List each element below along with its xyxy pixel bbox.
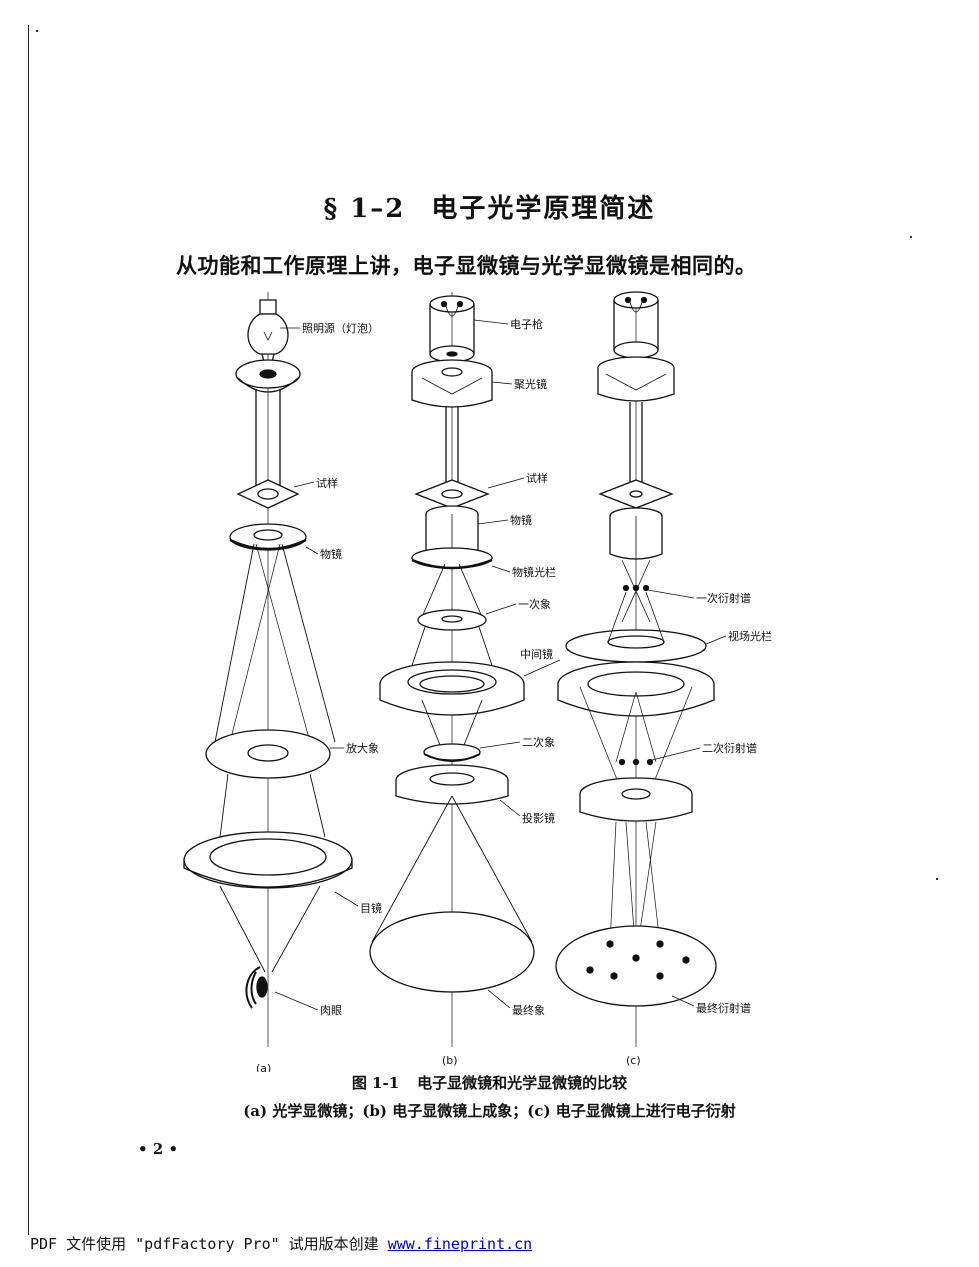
label-projector-lens: 投影镜	[522, 811, 555, 825]
label-first-image: 一次象	[518, 597, 551, 611]
diffraction-spot	[610, 972, 618, 980]
first-image-ring	[417, 609, 487, 631]
condenser-lens-b	[411, 359, 493, 408]
label-final-image: 最终象	[512, 1003, 545, 1017]
field-aperture-c	[565, 629, 707, 663]
diffraction-spot	[622, 584, 630, 592]
label-light-source: 照明源（灯泡）	[302, 321, 379, 335]
projector-lens-b	[395, 764, 509, 805]
footer-link[interactable]: www.fineprint.cn	[387, 1235, 533, 1253]
figure-subcaption: (a) 光学显微镜；(b) 电子显微镜上成象；(c) 电子显微镜上进行电子衍射	[243, 1102, 736, 1120]
eyepiece-lens	[183, 831, 353, 889]
final-diffraction-screen	[555, 925, 717, 1007]
column-b-electron-imaging: 电子枪 聚光镜 试样 物镜 物镜光栏 一次象 中间镜 二次象 投影镜 最终象 (…	[369, 292, 561, 1067]
label-intermediate-lens: 中间镜	[520, 647, 553, 661]
label-eye: 肉眼	[320, 1004, 342, 1017]
section-number: § 1–2	[323, 194, 406, 224]
label-objective-b: 物镜	[510, 513, 532, 527]
figure-title: 电子显微镜和光学显微镜的比较	[417, 1074, 628, 1092]
scan-speck	[936, 878, 938, 880]
diffraction-spot	[646, 758, 654, 766]
scan-speck	[910, 236, 912, 238]
objective-lens-b	[425, 505, 479, 555]
page-number: • 2 •	[138, 1140, 179, 1158]
eye-icon	[245, 966, 268, 1009]
label-specimen-b: 试样	[526, 471, 548, 485]
pdf-footer: PDF 文件使用 "pdfFactory Pro" 试用版本创建 www.fin…	[30, 1233, 532, 1254]
diffraction-spot	[606, 940, 614, 948]
figure-number: 图 1-1	[351, 1074, 400, 1092]
condenser-lens-a	[235, 359, 301, 393]
label-eyepiece: 目镜	[360, 901, 382, 915]
label-second-diffraction: 二次衍射谱	[702, 741, 757, 755]
footer-text: PDF 文件使用 "pdfFactory Pro" 试用版本创建	[30, 1235, 379, 1253]
specimen-plate-b	[414, 479, 490, 509]
condenser-lens-c	[597, 356, 675, 402]
figure-caption: 图 1-1 电子显微镜和光学显微镜的比较	[0, 1072, 979, 1093]
label-magnified-image: 放大象	[346, 741, 379, 755]
objective-lens-a	[229, 523, 307, 551]
final-image-screen	[369, 911, 535, 993]
column-tag-c: (c)	[626, 1054, 641, 1067]
label-field-aperture: 视场光栏	[728, 629, 772, 643]
objective-lens-c	[609, 507, 663, 560]
diffraction-spot	[632, 758, 640, 766]
light-bulb-icon	[247, 299, 289, 363]
electron-gun-icon-b	[429, 295, 475, 363]
intermediate-lens-c	[557, 661, 715, 717]
specimen-plate-a	[236, 479, 300, 509]
diffraction-spot	[632, 954, 640, 962]
scan-speck	[36, 30, 38, 32]
section-heading: § 1–2 电子光学原理简述	[0, 188, 979, 225]
intermediate-lens-b	[379, 661, 525, 716]
label-first-diffraction: 一次衍射谱	[696, 591, 751, 605]
label-second-image: 二次象	[522, 735, 555, 749]
electron-gun-icon-c	[613, 291, 659, 359]
label-objective-aperture: 物镜光栏	[512, 565, 556, 579]
label-condenser-b: 聚光镜	[514, 377, 547, 391]
magnified-image-ring	[205, 729, 331, 779]
diffraction-spot	[642, 584, 650, 592]
label-final-diffraction: 最终衍射谱	[696, 1001, 751, 1015]
specimen-plate-c	[598, 479, 674, 509]
diffraction-spot	[656, 940, 664, 948]
diffraction-spot	[586, 966, 594, 974]
diffraction-spot	[682, 956, 690, 964]
label-electron-gun: 电子枪	[510, 317, 543, 331]
diffraction-spot	[656, 972, 664, 980]
label-objective-a: 物镜	[320, 547, 342, 561]
column-tag-b: (b)	[442, 1054, 458, 1067]
intro-paragraph: 从功能和工作原理上讲，电子显微镜与光学显微镜是相同的。	[176, 253, 757, 278]
section-title: 电子光学原理简述	[431, 194, 656, 224]
label-specimen-a: 试样	[316, 476, 338, 490]
projector-lens-c	[579, 777, 693, 822]
column-tag-a: (a)	[256, 1062, 271, 1072]
diffraction-spot	[618, 758, 626, 766]
microscope-comparison-figure: 照明源（灯泡） 试样 物镜 放大象 目镜 肉眼 (a)	[183, 291, 772, 1072]
column-c-electron-diffraction: 一次衍射谱 视场光栏 二次衍射谱 最终衍射谱 (c)	[555, 291, 772, 1067]
page-margin-rule	[28, 25, 29, 1235]
column-a-optical: 照明源（灯泡） 试样 物镜 放大象 目镜 肉眼 (a)	[183, 292, 382, 1072]
diffraction-spot	[632, 584, 640, 592]
